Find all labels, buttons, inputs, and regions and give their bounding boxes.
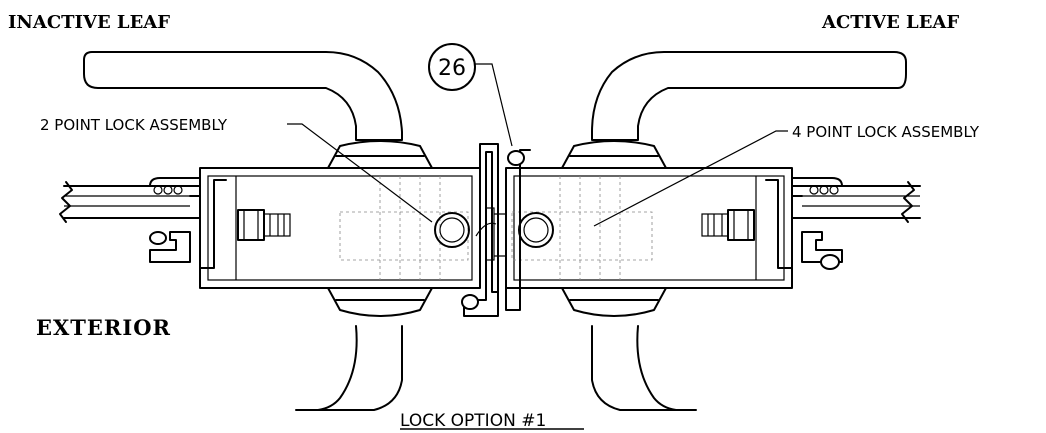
callout-leader (475, 63, 513, 147)
inactive-rose-top (327, 140, 433, 169)
active-rose-bottom (561, 287, 667, 317)
inactive-leaf-label: INACTIVE LEAF (8, 12, 170, 33)
two-point-cylinder (434, 212, 470, 248)
active-leaf-label: ACTIVE LEAF (821, 12, 959, 33)
callout-bubble (428, 43, 476, 91)
two-point-leader (287, 123, 433, 223)
active-lever-top (591, 51, 907, 141)
diagram-caption: LOCK OPTION #1 (400, 411, 546, 431)
inactive-lever-bottom (295, 325, 403, 411)
four-point-lock-label: 4 POINT LOCK ASSEMBLY (792, 123, 980, 141)
two-point-lock-label: 2 POINT LOCK ASSEMBLY (40, 116, 228, 134)
inactive-rose-bottom (327, 287, 433, 317)
active-lever-bottom (591, 325, 697, 411)
active-stile (505, 167, 793, 289)
exterior-label: EXTERIOR (36, 315, 171, 340)
active-rose-top (561, 140, 667, 169)
astragal-weatherstrip-bottom (461, 294, 479, 310)
active-frame (701, 177, 921, 270)
inactive-lever-top (83, 51, 403, 141)
astragal-weatherstrip-top (507, 150, 525, 166)
astragal (463, 143, 499, 317)
inactive-stile (199, 167, 481, 289)
four-point-cylinder (518, 212, 554, 248)
four-point-leader (593, 130, 788, 227)
inactive-frame (59, 177, 291, 269)
callout-number: 26 (438, 56, 466, 81)
